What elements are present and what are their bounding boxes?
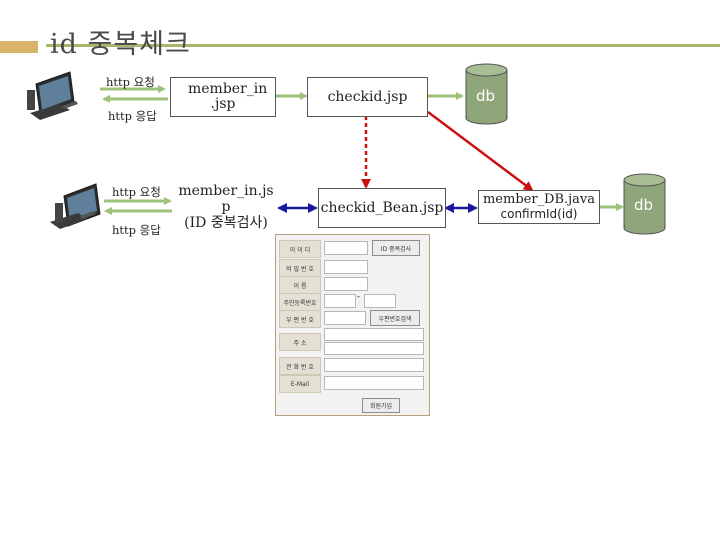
- name-input[interactable]: [324, 277, 368, 291]
- join-form-screenshot: 아 이 디 ID 중복검사 비 밀 번 호 이 름 주민등록번호 - 우 편 번…: [275, 234, 430, 416]
- computer-icon: [50, 183, 101, 229]
- id-check-button[interactable]: ID 중복검사: [372, 240, 420, 256]
- box-label: checkid.jsp: [327, 88, 408, 105]
- join-submit-button[interactable]: 회원가입: [362, 398, 400, 413]
- form-label: 주민등록번호: [279, 293, 321, 311]
- red-diagonal-arrow: [427, 111, 534, 192]
- title-accent: [0, 41, 38, 53]
- form-label: 이 름: [279, 276, 321, 294]
- ssn-front-input[interactable]: [324, 294, 356, 308]
- computer-icon: [27, 71, 78, 120]
- box-label: member_DB.java: [482, 192, 596, 207]
- form-label: 전 화 번 호: [279, 357, 321, 375]
- form-label: 주 소: [279, 333, 321, 351]
- http-request-label: http 요청: [106, 75, 155, 89]
- caption-line: member_in.js: [178, 183, 274, 199]
- db-label: db: [476, 87, 496, 105]
- phone-input[interactable]: [324, 358, 424, 372]
- box-label: member_in .jsp: [188, 81, 268, 112]
- ssn-separator: -: [357, 292, 360, 301]
- checkid-bean-jsp-box: checkid_Bean.jsp: [318, 188, 446, 228]
- database-icon: [465, 63, 508, 125]
- ssn-back-input[interactable]: [364, 294, 396, 308]
- database-icon: [623, 173, 666, 235]
- caption-line: (ID 중복검사): [184, 215, 268, 231]
- member-db-java-box: member_DB.java confirmId(id): [478, 190, 600, 224]
- box-label: checkid_Bean.jsp: [320, 199, 444, 216]
- checkid-jsp-box: checkid.jsp: [307, 77, 428, 117]
- address-input-2[interactable]: [324, 342, 424, 355]
- member-in-jsp-caption: member_in.js p (ID 중복검사): [174, 183, 278, 231]
- form-label: 우 편 번 호: [279, 310, 321, 328]
- address-input-1[interactable]: [324, 328, 424, 341]
- http-request-label: http 요청: [112, 185, 161, 199]
- zipcode-search-button[interactable]: 우편번호검색: [370, 310, 420, 326]
- form-label: 아 이 디: [279, 240, 321, 258]
- member-in-jsp-box: member_in .jsp: [170, 77, 276, 117]
- email-input[interactable]: [324, 376, 424, 390]
- http-response-label: http 응답: [112, 223, 161, 237]
- password-input[interactable]: [324, 260, 368, 274]
- caption-line: p: [221, 199, 231, 215]
- form-label: 비 밀 번 호: [279, 259, 321, 277]
- page-title: id 중복체크: [50, 29, 191, 60]
- db-label: db: [634, 196, 654, 214]
- title-underline: [46, 44, 720, 47]
- box-label: confirmId(id): [500, 207, 578, 221]
- id-input[interactable]: [324, 241, 368, 255]
- form-label: E-Mail: [279, 375, 321, 393]
- http-response-label: http 응답: [108, 109, 157, 123]
- zipcode-input[interactable]: [324, 311, 366, 325]
